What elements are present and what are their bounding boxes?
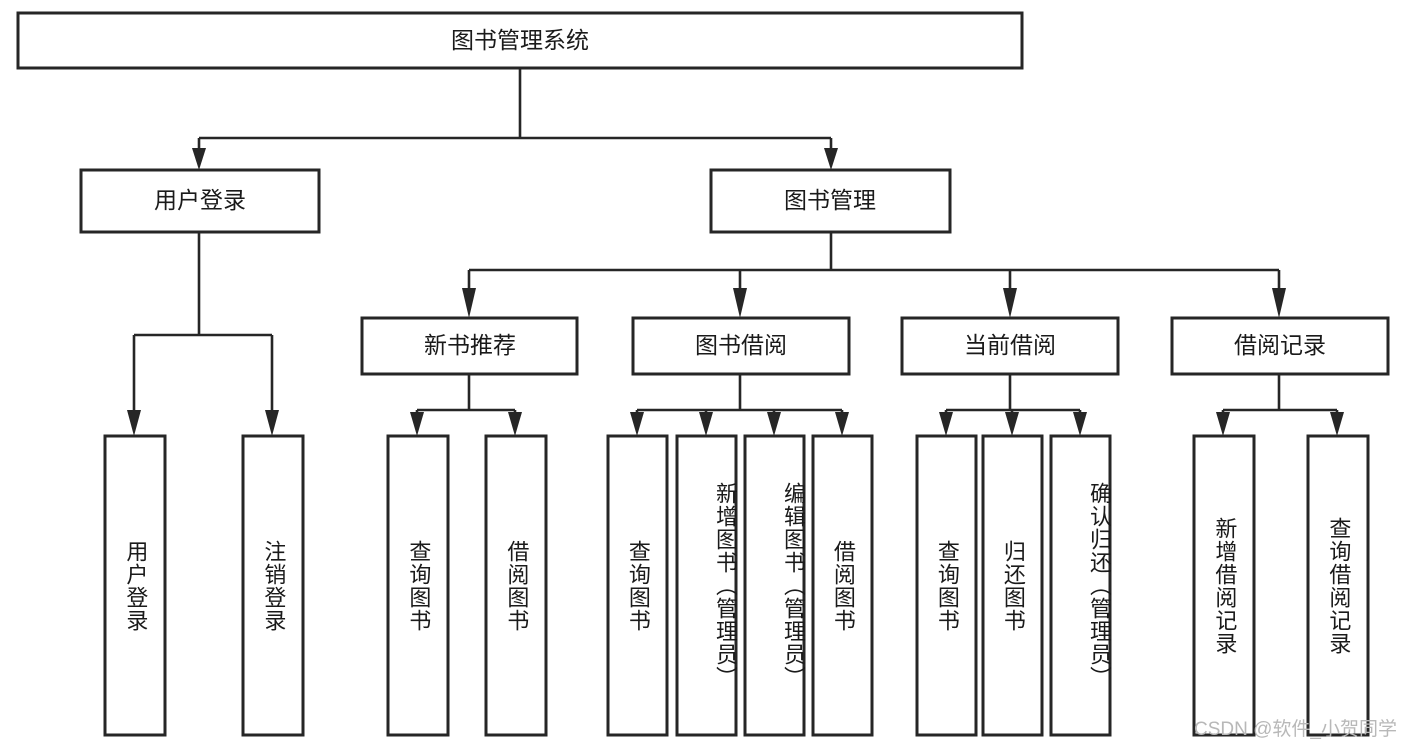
node-root-label: 图书管理系统 [451, 27, 589, 53]
leaf-box-current-borrow-0[interactable] [915, 434, 978, 737]
leaf-box-book-borrow-2[interactable] [743, 434, 806, 737]
leaf-box-new-book-0[interactable] [386, 434, 450, 737]
connectors-level2-bookmgmt-to-level3 [462, 232, 1286, 318]
node-user-login-label: 用户登录 [154, 187, 246, 213]
node-book-management[interactable]: 图书管理 [709, 168, 952, 234]
leaf-box-book-borrow-3[interactable] [811, 434, 874, 737]
leaf-box-user-login-1[interactable] [241, 434, 305, 737]
node-borrow-record-label: 借阅记录 [1234, 332, 1326, 358]
node-root[interactable]: 图书管理系统 [16, 11, 1024, 70]
leaf-box-book-borrow-1[interactable] [675, 434, 738, 737]
node-current-borrow-label: 当前借阅 [964, 332, 1056, 358]
connectors-bookborrow-to-leaves [630, 374, 849, 436]
leaf-box-new-book-1[interactable] [484, 434, 548, 737]
node-borrow-record[interactable]: 借阅记录 [1170, 316, 1390, 376]
node-new-book-recommend-label: 新书推荐 [424, 332, 516, 358]
leaf-box-current-borrow-2[interactable] [1049, 434, 1112, 737]
node-current-borrow[interactable]: 当前借阅 [900, 316, 1120, 376]
node-new-book-recommend[interactable]: 新书推荐 [360, 316, 579, 376]
connectors-currentborrow-to-leaves [939, 374, 1087, 436]
node-book-borrow-label: 图书借阅 [695, 332, 787, 358]
leaf-box-user-login-0[interactable] [103, 434, 167, 737]
leaf-box-borrow-record-0[interactable] [1192, 434, 1256, 737]
node-book-borrow[interactable]: 图书借阅 [631, 316, 851, 376]
connectors-root-to-level2 [192, 68, 838, 170]
node-book-management-label: 图书管理 [784, 187, 876, 213]
connectors-borrowrecord-to-leaves [1216, 374, 1344, 436]
leaf-box-book-borrow-0[interactable] [606, 434, 669, 737]
leaf-box-current-borrow-1[interactable] [981, 434, 1044, 737]
leaf-box-borrow-record-1[interactable] [1306, 434, 1370, 737]
node-user-login[interactable]: 用户登录 [79, 168, 321, 234]
connectors-newbook-to-leaves [410, 374, 522, 436]
connectors-level2-userlogin-to-leaves [127, 232, 279, 436]
csdn-watermark: CSDN @软件_小贺同学 [1194, 719, 1397, 740]
